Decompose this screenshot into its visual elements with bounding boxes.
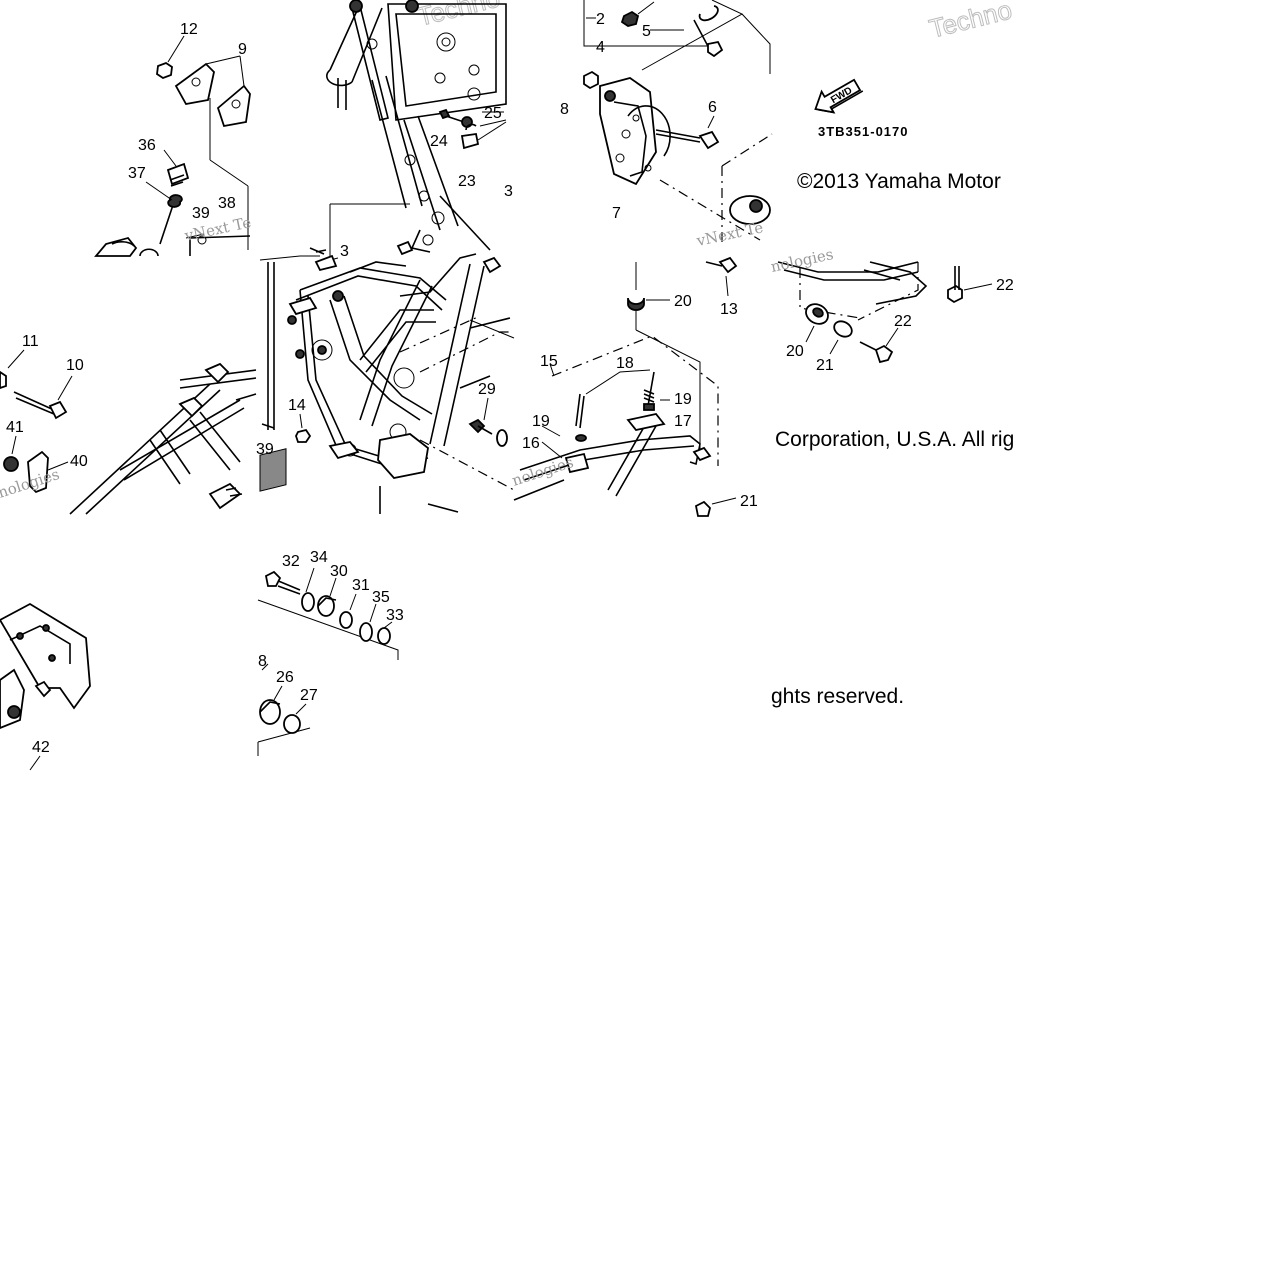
nut-25-part <box>461 116 473 128</box>
callout-8: 8 <box>560 101 569 118</box>
callout-20b: 20 <box>786 343 804 360</box>
callout-11: 11 <box>22 333 39 350</box>
callout-16: 16 <box>522 435 540 452</box>
callout-15: 15 <box>540 353 558 370</box>
watermark-vnext-b: vNext Te <box>694 218 765 250</box>
diagram-tile-top-center: Techno <box>309 0 507 256</box>
callout-33: 33 <box>386 607 404 624</box>
copyright-part-1: ©2013 Yamaha Motor <box>797 170 1001 193</box>
callout-2: 2 <box>596 11 605 28</box>
bolt-13-part <box>718 256 738 274</box>
watermark-techno-right: Techno <box>926 0 1015 44</box>
callout-6: 6 <box>708 99 717 116</box>
callout-3b: 3 <box>504 183 513 200</box>
callout-5: 5 <box>642 23 651 40</box>
fwd-arrow-icon: FWD <box>814 78 864 114</box>
washer-34-part <box>301 592 315 612</box>
clip-16-part <box>564 452 590 474</box>
bolt-22-part <box>874 344 894 364</box>
seat-bracket-17-part <box>519 435 701 481</box>
diagram-tile-top-right-b: Techno FWD 3TB351-0170 <box>814 0 1015 139</box>
callout-34: 34 <box>310 549 328 566</box>
nut-8-part <box>583 70 599 90</box>
callout-35: 35 <box>372 589 390 606</box>
callout-13: 13 <box>720 301 738 318</box>
callout-25: 25 <box>484 105 502 122</box>
callout-23: 23 <box>458 173 476 190</box>
callout-30: 30 <box>330 563 348 580</box>
callout-18: 18 <box>616 355 634 372</box>
plate-7-part <box>599 77 657 186</box>
bracket-40-part <box>27 450 49 494</box>
callout-8b: 8 <box>258 653 267 670</box>
bolt-32-part <box>275 579 301 595</box>
callout-38: 38 <box>218 195 236 212</box>
callout-7: 7 <box>612 205 621 222</box>
collar-27-part <box>283 714 301 734</box>
diagram-tile-top-left: vNext Te <box>94 35 253 257</box>
copyright-part-3: ghts reserved. <box>771 685 905 708</box>
callout-37: 37 <box>128 165 146 182</box>
callout-39a: 39 <box>192 205 210 222</box>
callout-42: 42 <box>32 739 50 756</box>
callout-4: 4 <box>596 39 605 56</box>
cap-36-part <box>166 162 190 186</box>
collar-21-part <box>833 320 853 338</box>
washer-35-part <box>359 622 373 642</box>
callout-21b: 21 <box>740 493 758 510</box>
diagram-tile-bottom-left <box>0 602 91 771</box>
nut-12-part <box>156 61 173 80</box>
callout-12: 12 <box>180 21 198 38</box>
diagram-tile-mid-left: nologies <box>0 349 257 515</box>
callout-26: 26 <box>276 669 294 686</box>
callout-20a: 20 <box>674 293 692 310</box>
copyright-part-2: Corporation, U.S.A. All rig <box>775 428 1015 451</box>
clamp-23-part <box>460 132 480 150</box>
callout-27: 27 <box>300 687 318 704</box>
callout-14: 14 <box>288 397 306 414</box>
callout-41: 41 <box>6 419 24 436</box>
collar-31-part <box>339 611 353 629</box>
callout-3: 3 <box>340 243 349 260</box>
watermark-vnext-c: nologies <box>510 453 576 490</box>
washer-29-part <box>496 429 508 447</box>
bolt-24-part <box>445 115 465 123</box>
nut-33-part <box>377 627 391 645</box>
callout-17: 17 <box>674 413 692 430</box>
callout-19b: 19 <box>532 413 550 430</box>
diagram-code: 3TB351-0170 <box>818 124 909 139</box>
callout-19a: 19 <box>674 391 692 408</box>
callout-39b: 39 <box>256 441 274 458</box>
callout-21a: 21 <box>816 357 834 374</box>
callout-10: 10 <box>66 357 84 374</box>
callout-24: 24 <box>430 133 448 150</box>
bolt-10-part <box>13 391 55 415</box>
callout-29: 29 <box>478 381 496 398</box>
diagram-tile-mid-center <box>259 253 515 514</box>
callout-31: 31 <box>352 577 370 594</box>
callout-40: 40 <box>70 453 88 470</box>
callout-36: 36 <box>138 137 156 154</box>
nut-14-part <box>295 428 312 443</box>
nut-41-part <box>3 456 19 472</box>
bolt-21-part <box>694 500 711 517</box>
callout-32: 32 <box>282 553 300 570</box>
bolt-top-13-part <box>482 256 502 274</box>
bolt-6-part <box>655 129 701 143</box>
bolt-29-part <box>468 418 486 434</box>
callout-22b: 22 <box>894 313 912 330</box>
bracket-9-part <box>174 62 215 106</box>
grommet-20-part <box>627 297 645 311</box>
diagram-tile-mid-right-a: nologies <box>510 256 738 517</box>
frame-main-tube <box>329 3 383 83</box>
pin-18-part <box>575 393 585 429</box>
diagram-tile-bottom-center <box>257 448 399 756</box>
callout-9: 9 <box>238 41 247 58</box>
callout-22a: 22 <box>996 277 1014 294</box>
callout-labels: 2 5 4 12 9 8 6 25 24 36 37 23 3 7 39 38 … <box>6 11 1014 756</box>
reflector-part <box>259 448 287 492</box>
